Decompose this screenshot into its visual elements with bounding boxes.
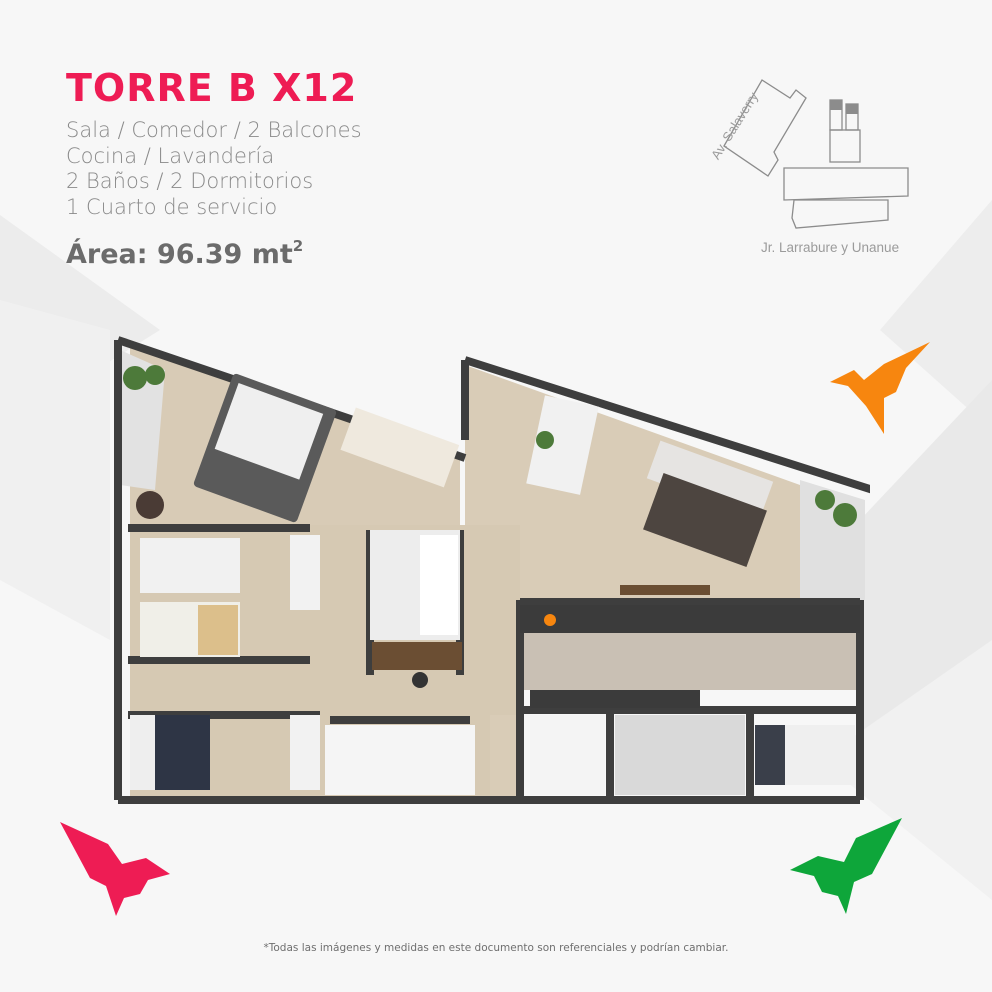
bird-orange-icon [830,342,930,434]
feature-item: 2 Baños / 2 Dormitorios [66,169,314,193]
floor-plan [114,336,870,804]
bird-red-icon [60,822,170,916]
page-title: TORRE B X12 [66,66,358,110]
feature-item: 1 Cuarto de servicio [66,194,278,219]
plants [123,365,857,527]
bird-green-icon [790,818,902,914]
location-map-icon [723,79,909,229]
street-label-bottom: Jr. Larrabure y Unanue [761,240,900,255]
furniture [130,373,860,795]
feature-item: Sala / Comedor / 2 Balcones [66,118,362,142]
feature-item: Cocina / Lavandería [66,143,275,168]
disclaimer-footnote: *Todas las imágenes y medidas en este do… [263,942,729,954]
area-value: Área: 96.39 mt2 [66,237,304,270]
features-list: Sala / Comedor / 2 Balcones Cocina / Lav… [66,118,362,220]
